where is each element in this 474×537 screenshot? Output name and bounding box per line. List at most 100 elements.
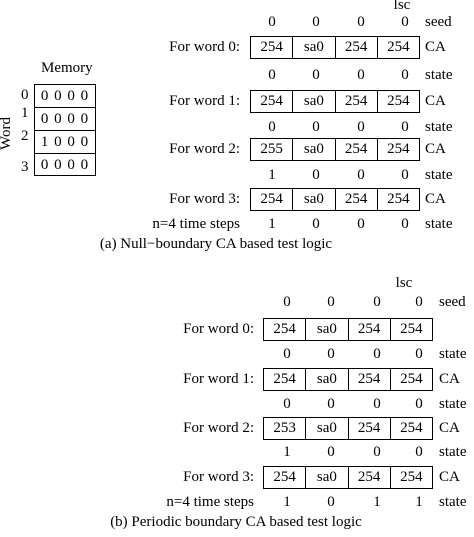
panel_b-row-5-tag: CA — [439, 420, 460, 436]
panel_b-row-8-value-1: 0 — [327, 494, 335, 510]
panel_a-row-2-value-3: 0 — [401, 67, 409, 83]
panel_b-row-5-cell-1: sa0 — [305, 418, 347, 439]
memory-index-1: 1 — [21, 105, 29, 121]
panel_a-row-5-cell-3: 254 — [376, 139, 419, 160]
panel_a-row-0-tag: seed — [425, 14, 452, 30]
panel_b-row-5-cell-2: 254 — [347, 418, 390, 439]
panel_a-row-5-cell-2: 254 — [334, 139, 377, 160]
panel_a-row-6-tag: state — [425, 167, 453, 183]
panel_b-row-3-cell-2: 254 — [347, 369, 390, 390]
panel_b-row-2-tag: state — [439, 346, 467, 362]
memory-row-0: 0 0 0 0 — [40, 88, 90, 104]
panel_b-row-4-value-1: 0 — [327, 396, 335, 412]
panel_a-row-5-word-label: For word 2: — [169, 141, 240, 157]
panel_a-row-1-word-label: For word 0: — [169, 39, 240, 55]
panel_a-row-8-value-3: 0 — [401, 216, 409, 232]
panel_a-row-3-cell-3: 254 — [376, 91, 419, 112]
memory-axis-label: Word — [0, 117, 14, 150]
panel_b-row-0-value-0: 0 — [283, 294, 291, 310]
panel_b-row-4-tag: state — [439, 396, 467, 412]
panel_b-row-0-value-1: 0 — [327, 294, 335, 310]
panel_b-row-4-value-2: 0 — [373, 396, 381, 412]
panel_b-row-8-value-0: 1 — [283, 494, 291, 510]
panel_b-row-0-value-3: 0 — [415, 294, 423, 310]
panel_a-row-4-tag: state — [425, 119, 453, 135]
panel_b-row-4-value-3: 0 — [415, 396, 423, 412]
panel_b-row-6-value-3: 0 — [415, 444, 423, 460]
panel_a-row-5-cell-0: 255 — [260, 141, 283, 157]
panel_a-row-6-value-1: 0 — [312, 167, 320, 183]
panel_a-row-7-cell-2: 254 — [334, 189, 377, 210]
panel_a-row-7-word-label: For word 3: — [169, 191, 240, 207]
memory-row-3: 0 0 0 0 — [35, 153, 95, 176]
panel_b-row-6-value-2: 0 — [373, 444, 381, 460]
panel_a-row-1-cell-3: 254 — [376, 37, 419, 58]
panel_b-row-7-cell-3: 254 — [389, 467, 432, 488]
panel_a-row-2-value-0: 0 — [268, 67, 276, 83]
panel_b-row-7-word-label: For word 3: — [183, 469, 254, 485]
panel_b-row-1-word-label: For word 0: — [183, 321, 254, 337]
panel_b-row-6-value-0: 1 — [283, 444, 291, 460]
panel_b-row-1-cell-1: sa0 — [305, 319, 347, 340]
panel_b-row-1-cell-2: 254 — [347, 319, 390, 340]
panel_b-row-5-cell-0: 253 — [273, 420, 296, 436]
panel_b-row-7-cell-2: 254 — [347, 467, 390, 488]
panel_b-row-3-cell-1: sa0 — [305, 369, 347, 390]
panel_b-row-5-word-label: For word 2: — [183, 420, 254, 436]
panel_b-row-6-tag: state — [439, 444, 467, 460]
panel_a-row-3-cell-2: 254 — [334, 91, 377, 112]
panel_a-row-6-value-0: 1 — [268, 167, 276, 183]
panel_b-row-2-value-0: 0 — [283, 346, 291, 362]
panel_b-row-1-cell-3: 254 — [389, 319, 432, 340]
panel_a-row-7-cell-1: sa0 — [292, 189, 334, 210]
panel-b-caption: (b) Periodic boundary CA based test logi… — [110, 514, 362, 530]
memory-array: 0 0 0 0 0 0 0 0 1 0 0 0 0 0 0 0 — [34, 84, 96, 176]
panel_a-row-8-value-2: 0 — [357, 216, 365, 232]
panel-a-lsc-label: lsc — [393, 0, 411, 13]
memory-index-3: 3 — [21, 159, 29, 175]
panel_b-row-6-value-1: 0 — [327, 444, 335, 460]
panel_b-row-3-cell-3: 254 — [389, 369, 432, 390]
panel_b-row-8-value-2: 1 — [373, 494, 381, 510]
panel_b-steps-label: n=4 time steps — [166, 494, 254, 510]
panel_b-row-2-value-3: 0 — [415, 346, 423, 362]
panel_a-row-7-cell-3: 254 — [376, 189, 419, 210]
panel_b-row-5-cell-3: 254 — [389, 418, 432, 439]
panel_b-row-8-tag: state — [439, 494, 467, 510]
panel_a-row-1-cell-0: 254 — [260, 39, 283, 55]
panel_b-row-1-cell-0: 254 — [273, 321, 296, 337]
panel_a-row-3-cell-1: sa0 — [292, 91, 334, 112]
panel_a-row-8-value-0: 1 — [268, 216, 276, 232]
panel_a-row-1-cell-2: 254 — [334, 37, 377, 58]
memory-index-0: 0 — [21, 87, 29, 103]
panel_b-row-7-cell-1: sa0 — [305, 467, 347, 488]
panel_b-row-3-word-label: For word 1: — [183, 371, 254, 387]
panel_b-row-0-tag: seed — [439, 294, 466, 310]
panel_b-row-7-tag: CA — [439, 469, 460, 485]
memory-row-1: 0 0 0 0 — [35, 107, 95, 130]
panel_b-row-2-value-1: 0 — [327, 346, 335, 362]
panel_a-row-2-value-2: 0 — [357, 67, 365, 83]
panel_a-row-0-value-2: 0 — [357, 14, 365, 30]
panel_a-row-0-value-1: 0 — [312, 14, 320, 30]
panel_a-row-4-value-0: 0 — [268, 119, 276, 135]
panel_a-row-6-value-3: 0 — [401, 167, 409, 183]
panel_b-row-4-value-0: 0 — [283, 396, 291, 412]
panel_a-row-6-value-2: 0 — [357, 167, 365, 183]
panel_a-row-0-value-0: 0 — [268, 14, 276, 30]
panel_a-row-2-tag: state — [425, 67, 453, 83]
panel_a-row-7-cell-0: 254 — [260, 191, 283, 207]
panel_a-row-1-tag: CA — [425, 39, 446, 55]
panel_b-row-3-tag: CA — [439, 371, 460, 387]
panel_a-steps-label: n=4 time steps — [152, 216, 240, 232]
panel_a-row-4-value-3: 0 — [401, 119, 409, 135]
panel_a-row-0-value-3: 0 — [401, 14, 409, 30]
panel_a-row-2-value-1: 0 — [312, 67, 320, 83]
